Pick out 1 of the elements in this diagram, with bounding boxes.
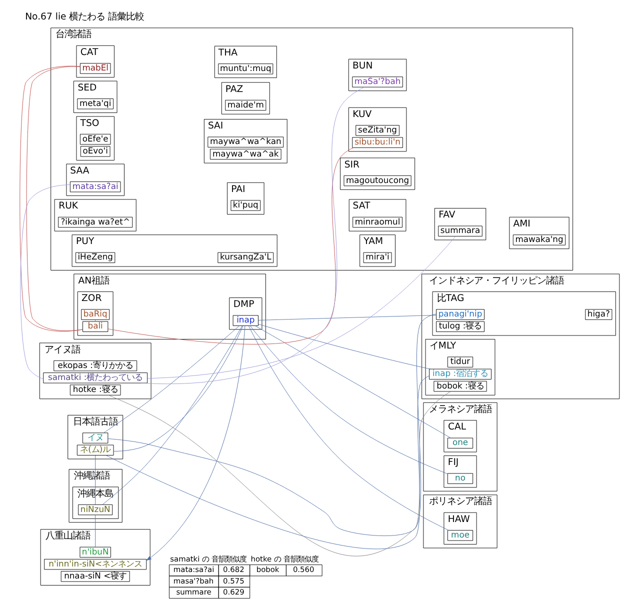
- diagram-title: No.67 lie 横たわる 語彙比較: [25, 12, 144, 23]
